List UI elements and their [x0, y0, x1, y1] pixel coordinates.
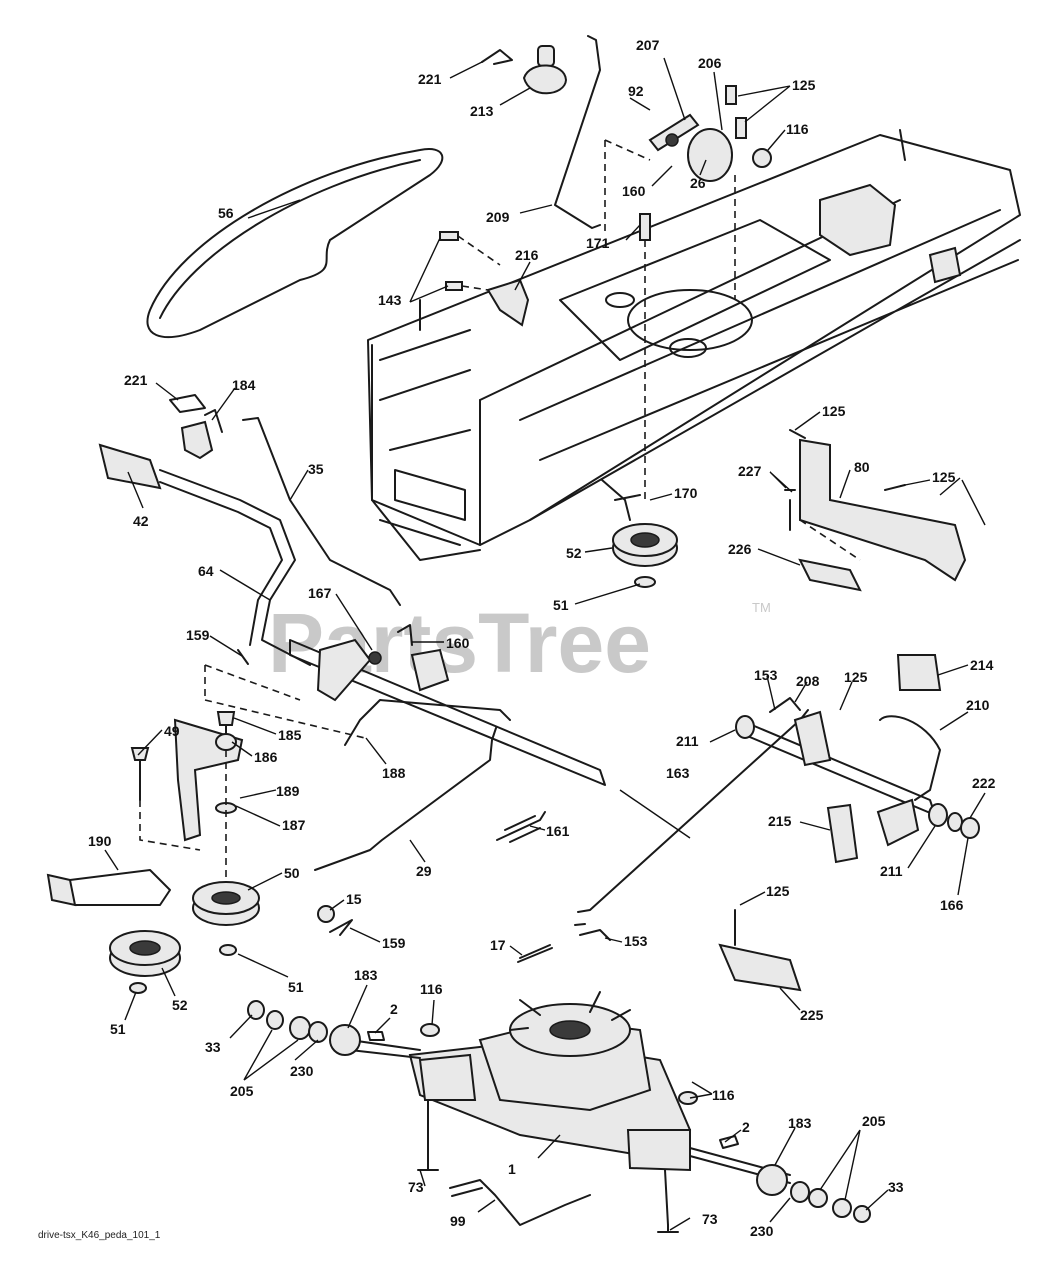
callout-209: 209 [486, 209, 510, 225]
callout-33-b: 33 [888, 1179, 904, 1195]
callout-52: 52 [566, 545, 582, 561]
callout-226: 226 [728, 541, 752, 557]
callout-51-b: 51 [288, 979, 304, 995]
callout-166: 166 [940, 897, 964, 913]
callout-214: 214 [970, 657, 994, 673]
callout-183-b: 183 [788, 1115, 812, 1131]
pedal-assembly [718, 654, 980, 992]
callout-125-b: 125 [822, 403, 846, 419]
callout-15: 15 [346, 891, 362, 907]
callout-29: 29 [416, 863, 432, 879]
callout-73: 73 [408, 1179, 424, 1195]
callout-52-b: 52 [172, 997, 188, 1013]
callout-99: 99 [450, 1213, 466, 1229]
callout-189: 189 [276, 783, 300, 799]
callout-167: 167 [308, 585, 332, 601]
callout-206: 206 [698, 55, 722, 71]
bracket-80 [784, 429, 967, 592]
callout-215: 215 [768, 813, 792, 829]
callout-125-c: 125 [932, 469, 956, 485]
callout-51: 51 [553, 597, 569, 613]
bracket-216 [439, 175, 736, 500]
callout-80: 80 [854, 459, 870, 475]
watermark-trademark: TM [752, 600, 771, 615]
callout-183: 183 [354, 967, 378, 983]
callout-170: 170 [674, 485, 698, 501]
cap-184 [169, 394, 223, 460]
callout-160-b: 160 [446, 635, 470, 651]
callout-161: 161 [546, 823, 570, 839]
callout-205: 205 [230, 1083, 254, 1099]
callout-221: 221 [418, 71, 442, 87]
callout-56: 56 [218, 205, 234, 221]
callout-125-d: 125 [844, 669, 868, 685]
callout-125-e: 125 [766, 883, 790, 899]
left-axle-parts [247, 1000, 440, 1056]
lower-pulleys [46, 869, 260, 994]
callout-51-c: 51 [110, 1021, 126, 1037]
callout-188: 188 [382, 765, 406, 781]
callout-125: 125 [792, 77, 816, 93]
lift-lever-64 [98, 417, 401, 666]
leader-lines [104, 57, 986, 1231]
callout-64: 64 [198, 563, 214, 579]
rod-163 [574, 709, 809, 926]
chassis-frame [367, 129, 1021, 561]
callout-210: 210 [966, 697, 990, 713]
callout-2: 2 [390, 1001, 398, 1017]
callout-116: 116 [786, 121, 809, 137]
callout-222: 222 [972, 775, 996, 791]
callout-163: 163 [666, 765, 690, 781]
idler-bracket-189 [130, 711, 244, 880]
callout-159: 159 [186, 627, 210, 643]
callout-116-b: 116 [420, 981, 443, 997]
callout-159-b: 159 [382, 935, 406, 951]
callout-143: 143 [378, 292, 402, 308]
transaxle-1 [349, 991, 791, 1226]
callout-216: 216 [515, 247, 539, 263]
callout-116-c: 116 [712, 1087, 735, 1103]
bolts-and-rod-99 [417, 1159, 679, 1233]
callout-221-b: 221 [124, 372, 148, 388]
callout-225: 225 [800, 1007, 824, 1023]
drive-belt-56 [146, 148, 444, 339]
callout-186: 186 [254, 749, 278, 765]
callout-230: 230 [290, 1063, 314, 1079]
callout-185: 185 [278, 727, 302, 743]
callout-92: 92 [628, 83, 644, 99]
callout-208: 208 [796, 673, 820, 689]
callout-160: 160 [622, 183, 646, 199]
callout-33: 33 [205, 1039, 221, 1055]
callout-49: 49 [164, 723, 180, 739]
callout-50: 50 [284, 865, 300, 881]
pulley-52-upper [601, 479, 678, 588]
callout-2-b: 2 [742, 1119, 750, 1135]
callout-184: 184 [232, 377, 256, 393]
callout-205-b: 205 [862, 1113, 886, 1129]
callout-227: 227 [738, 463, 762, 479]
brake-rod-assembly [554, 35, 772, 235]
callout-171: 171 [586, 235, 610, 251]
callout-42: 42 [133, 513, 149, 529]
drawing-code: drive-tsx_K46_peda_101_1 [38, 1230, 161, 1241]
callout-230-b: 230 [750, 1223, 774, 1239]
callout-73-b: 73 [702, 1211, 718, 1227]
callout-211: 211 [676, 733, 699, 749]
callout-153: 153 [754, 667, 778, 683]
callout-213: 213 [470, 103, 494, 119]
callout-207: 207 [636, 37, 660, 53]
knob-213 [481, 45, 568, 95]
callout-153-b: 153 [624, 933, 648, 949]
callouts: 221 213 207 206 92 125 116 160 26 56 209… [88, 37, 996, 1239]
callout-1: 1 [508, 1161, 516, 1177]
callout-17: 17 [490, 937, 506, 953]
callout-187: 187 [282, 817, 306, 833]
cross-shaft-assembly [204, 624, 606, 786]
callout-26: 26 [690, 175, 706, 191]
callout-35: 35 [308, 461, 324, 477]
rods-and-springs [314, 727, 611, 963]
callout-211-b: 211 [880, 863, 903, 879]
callout-190: 190 [88, 833, 112, 849]
